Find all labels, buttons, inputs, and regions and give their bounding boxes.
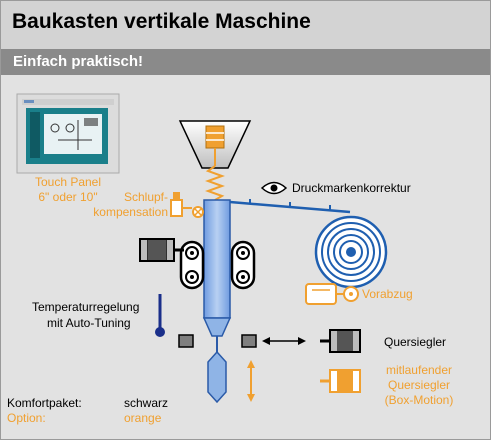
- subtitle-bar: Einfach praktisch!: [1, 49, 490, 75]
- legend-komfort-label: Komfortpaket:: [7, 396, 82, 410]
- jaw-motion-arrow: [262, 337, 306, 345]
- box-motion-label-3: (Box-Motion): [384, 393, 454, 407]
- cross-sealer-motor: [320, 329, 361, 353]
- dosing-unit: [205, 125, 225, 201]
- touch-panel-label-1: Touch Panel: [34, 175, 102, 189]
- servo-motor-icon: [139, 238, 184, 262]
- title-bar: Baukasten vertikale Maschine: [1, 1, 490, 49]
- temperature-label-2: mit Auto-Tuning: [47, 316, 131, 330]
- film-path: [229, 199, 351, 214]
- legend-komfort-value: schwarz: [124, 396, 169, 410]
- box-motion-arrow: [247, 360, 255, 402]
- slip-compensation-label-1: Schlupf-: [123, 190, 168, 204]
- pull-down-belt-right: [230, 240, 256, 290]
- slip-compensation-label-2: kompensation: [93, 205, 168, 219]
- legend-option-value: orange: [124, 411, 162, 425]
- thermometer-icon: [155, 294, 165, 337]
- film-roll-icon: [314, 215, 388, 289]
- eye-icon: [260, 181, 288, 195]
- legend-option-label: Option:: [7, 411, 46, 425]
- box-motion-sealer-motor: [320, 369, 361, 393]
- pull-down-belt-left: [179, 240, 205, 290]
- page-subtitle: Einfach praktisch!: [13, 53, 144, 70]
- sealing-jaws: [178, 334, 257, 348]
- box-motion-label-2: Quersiegler: [387, 378, 451, 392]
- pre-pull-motor: [305, 283, 359, 305]
- box-motion-label-1: mitlaufender: [385, 363, 453, 377]
- page-title: Baukasten vertikale Maschine: [12, 10, 311, 33]
- pre-pull-label: Vorabzug: [362, 287, 413, 301]
- touch-panel-label-2: 6" oder 10": [38, 190, 98, 204]
- slip-compensation-sensor: [170, 192, 204, 218]
- forming-tube: [202, 199, 232, 404]
- touch-panel-icon: [16, 93, 120, 174]
- print-mark-label: Druckmarkenkorrektur: [292, 181, 411, 195]
- temperature-label-1: Temperaturregelung: [32, 300, 140, 314]
- cross-sealer-label: Quersiegler: [384, 335, 447, 349]
